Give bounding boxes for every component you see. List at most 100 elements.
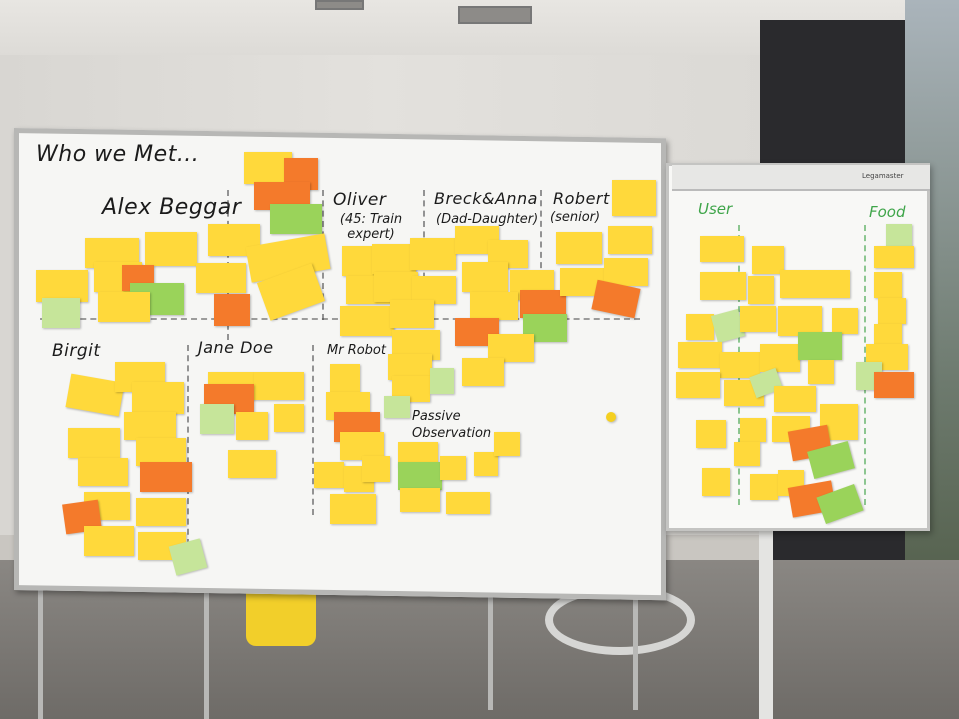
sticky-note xyxy=(236,412,268,440)
board-leg xyxy=(633,560,638,710)
sticky-note xyxy=(200,404,234,434)
heading-breck: Breck&Anna xyxy=(434,189,538,208)
sticky-note xyxy=(462,262,508,292)
sticky-note xyxy=(78,458,128,486)
board-title: Who we Met... xyxy=(36,142,200,167)
sticky-note xyxy=(702,468,730,496)
sticky-note xyxy=(388,354,432,380)
sticky-note xyxy=(274,404,304,432)
sticky-note xyxy=(778,306,822,336)
sticky-note xyxy=(430,368,454,394)
heading-passive: Passive xyxy=(412,409,461,424)
sticky-note xyxy=(832,308,858,334)
sticky-note xyxy=(440,456,466,480)
sticky-note xyxy=(750,474,778,500)
heading-birgit: Birgit xyxy=(52,341,101,361)
magnet xyxy=(606,412,616,422)
divider-line xyxy=(187,345,189,545)
sticky-note xyxy=(700,236,744,262)
flipchart-clip-bar xyxy=(672,165,930,191)
sticky-note xyxy=(752,246,784,274)
sticky-note xyxy=(362,456,390,482)
sticky-note xyxy=(740,306,776,332)
sticky-note xyxy=(700,272,746,300)
sticky-note xyxy=(686,314,714,340)
sticky-note xyxy=(340,306,394,336)
heading-jane: Jane Doe xyxy=(198,338,274,357)
sticky-note xyxy=(446,492,490,514)
heading-mrrobot: Mr Robot xyxy=(327,343,386,358)
sticky-note xyxy=(270,204,322,234)
sticky-note xyxy=(740,418,766,442)
divider-line xyxy=(312,345,314,515)
sticky-note xyxy=(98,292,150,322)
sticky-note xyxy=(720,352,760,378)
divider-line xyxy=(540,190,542,330)
sticky-note xyxy=(340,432,384,460)
board-leg xyxy=(38,585,43,719)
heading-oliver-sub: (45: Train expert) xyxy=(339,212,403,242)
ceiling-vent xyxy=(458,6,532,24)
heading-robert: Robert xyxy=(553,189,610,208)
sticky-note xyxy=(214,294,250,326)
sticky-note xyxy=(734,442,760,466)
sticky-note xyxy=(314,462,344,488)
sticky-note xyxy=(400,488,440,512)
sticky-note xyxy=(874,372,914,398)
sticky-note xyxy=(140,462,192,492)
sticky-note xyxy=(748,276,774,304)
heading-alex: Alex Beggar xyxy=(102,195,242,220)
heading-oliver: Oliver xyxy=(333,190,387,210)
sticky-note xyxy=(878,298,906,324)
sticky-note xyxy=(132,382,184,414)
sticky-note xyxy=(330,494,376,524)
sticky-note xyxy=(520,290,566,318)
sticky-note xyxy=(254,372,304,400)
sticky-note xyxy=(412,276,456,304)
flipchart-pole xyxy=(759,530,773,719)
sticky-note xyxy=(874,246,914,268)
sticky-note xyxy=(774,386,816,412)
sticky-note xyxy=(696,420,726,448)
sticky-note xyxy=(608,226,652,254)
flipchart-col-left: User xyxy=(698,200,733,218)
sticky-note xyxy=(494,432,520,456)
sticky-note xyxy=(390,300,434,328)
sticky-note xyxy=(124,412,176,440)
sticky-note xyxy=(36,270,88,302)
heading-breck-sub: (Dad-Daughter) xyxy=(436,212,539,227)
sticky-note xyxy=(470,292,518,320)
sticky-note xyxy=(462,358,504,386)
sticky-note xyxy=(488,334,534,362)
sticky-note xyxy=(68,428,120,458)
sticky-note xyxy=(372,244,416,274)
sticky-note xyxy=(612,180,656,216)
sticky-note xyxy=(874,272,902,298)
sticky-note xyxy=(676,372,720,398)
heading-robert-sub: (senior) xyxy=(550,210,601,225)
sticky-note xyxy=(330,364,360,392)
heading-passive-sub: Observation xyxy=(412,426,492,441)
sticky-note xyxy=(410,238,456,270)
sticky-note xyxy=(374,272,418,302)
sticky-note xyxy=(398,462,442,490)
ceiling-vent xyxy=(315,0,364,10)
sticky-note xyxy=(228,450,276,478)
sticky-note xyxy=(760,344,800,372)
sticky-note xyxy=(196,263,246,293)
sticky-note xyxy=(780,270,850,298)
board-leg xyxy=(204,585,209,719)
sticky-note xyxy=(84,526,134,556)
board-leg xyxy=(488,560,493,710)
sticky-note xyxy=(136,438,186,466)
flipchart-brand: Legamaster xyxy=(862,172,904,180)
sticky-note xyxy=(678,342,722,368)
sticky-note xyxy=(808,360,834,384)
flipchart-col-right: Food xyxy=(869,203,906,221)
sticky-note xyxy=(604,258,648,286)
sticky-note xyxy=(474,452,498,476)
sticky-note xyxy=(798,332,842,360)
sticky-note xyxy=(42,298,80,328)
sticky-note xyxy=(556,232,602,264)
sticky-note xyxy=(384,396,410,418)
